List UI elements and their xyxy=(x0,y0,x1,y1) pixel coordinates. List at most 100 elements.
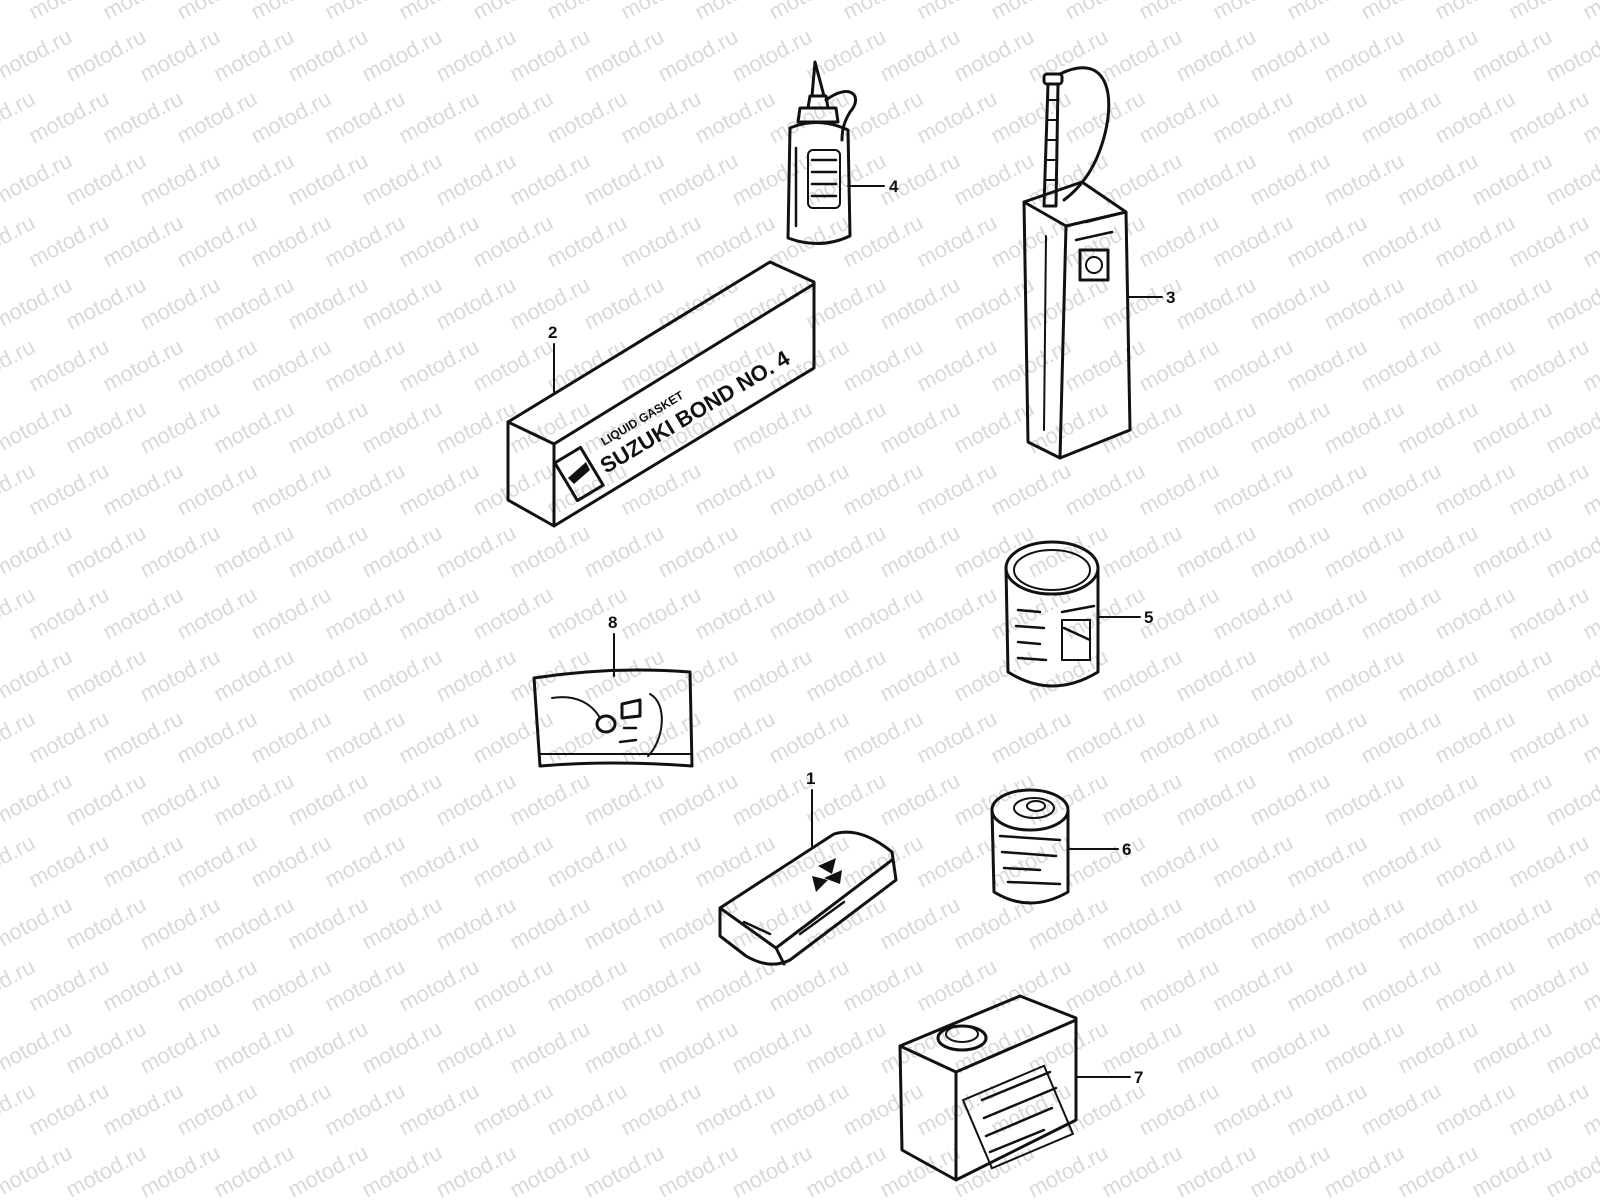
watermark-text: motod.ru xyxy=(654,148,742,211)
watermark-text: motod.ru xyxy=(1431,706,1519,769)
watermark-text: motod.ru xyxy=(1505,334,1593,397)
watermark-text: motod.ru xyxy=(1542,272,1600,335)
watermark-text: motod.ru xyxy=(1394,892,1482,955)
watermark-text: motod.ru xyxy=(62,1140,150,1200)
watermark-text: motod.ru xyxy=(543,210,631,273)
watermark-text: motod.ru xyxy=(876,520,964,583)
watermark-text: motod.ru xyxy=(617,582,705,645)
watermark-text: motod.ru xyxy=(802,1140,890,1200)
watermark-text: motod.ru xyxy=(432,768,520,831)
watermark-text: motod.ru xyxy=(62,520,150,583)
item-4-squeeze-bottle xyxy=(786,60,857,246)
watermark-text: motod.ru xyxy=(469,954,557,1017)
watermark-text: motod.ru xyxy=(1283,458,1371,521)
watermark-text: motod.ru xyxy=(765,458,853,521)
watermark-text: motod.ru xyxy=(395,954,483,1017)
watermark-text: motod.ru xyxy=(876,272,964,335)
watermark-text: motod.ru xyxy=(432,644,520,707)
watermark-text: motod.ru xyxy=(876,768,964,831)
callout-3-number: 3 xyxy=(1166,288,1175,307)
watermark-text: motod.ru xyxy=(1209,210,1297,273)
watermark-text: motod.ru xyxy=(284,396,372,459)
watermark-text: motod.ru xyxy=(432,1140,520,1200)
watermark-text: motod.ru xyxy=(1505,954,1593,1017)
watermark-text: motod.ru xyxy=(876,24,964,87)
item-8-packet xyxy=(532,668,694,768)
watermark-text: motod.ru xyxy=(654,1140,742,1200)
watermark-text: motod.ru xyxy=(728,520,816,583)
watermark-text: motod.ru xyxy=(950,520,1038,583)
watermark-text: motod.ru xyxy=(543,1078,631,1141)
watermark-text: motod.ru xyxy=(1431,954,1519,1017)
watermark-text: motod.ru xyxy=(1394,520,1482,583)
watermark-text: motod.ru xyxy=(1283,954,1371,1017)
item-1-boxed-item xyxy=(718,830,898,966)
watermark-text: motod.ru xyxy=(0,1016,76,1079)
watermark-text: motod.ru xyxy=(1061,706,1149,769)
watermark-text: motod.ru xyxy=(321,86,409,149)
watermark-text: motod.ru xyxy=(0,1140,76,1200)
watermark-text: motod.ru xyxy=(876,1140,964,1200)
watermark-text: motod.ru xyxy=(1172,644,1260,707)
watermark-text: motod.ru xyxy=(284,644,372,707)
watermark-text: motod.ru xyxy=(284,520,372,583)
watermark-text: motod.ru xyxy=(1135,830,1223,893)
watermark-text: motod.ru xyxy=(210,1140,298,1200)
watermark-text: motod.ru xyxy=(1357,334,1445,397)
watermark-text: motod.ru xyxy=(1505,830,1593,893)
watermark-text: motod.ru xyxy=(99,582,187,645)
watermark-text: motod.ru xyxy=(1246,520,1334,583)
watermark-text: motod.ru xyxy=(1135,210,1223,273)
watermark-text: motod.ru xyxy=(802,1016,890,1079)
watermark-text: motod.ru xyxy=(136,396,224,459)
watermark-text: motod.ru xyxy=(1468,520,1556,583)
watermark-text: motod.ru xyxy=(1542,1016,1600,1079)
callout-5: 5 xyxy=(1097,608,1153,627)
watermark-text: motod.ru xyxy=(580,1140,668,1200)
watermark-text: motod.ru xyxy=(876,892,964,955)
callout-5-number: 5 xyxy=(1144,608,1153,627)
watermark-text: motod.ru xyxy=(358,892,446,955)
watermark-text: motod.ru xyxy=(25,954,113,1017)
watermark-text: motod.ru xyxy=(1357,582,1445,645)
watermark-text: motod.ru xyxy=(1505,1078,1593,1141)
watermark-text: motod.ru xyxy=(247,706,335,769)
watermark-text: motod.ru xyxy=(913,954,1001,1017)
watermark-text: motod.ru xyxy=(358,644,446,707)
watermark-text: motod.ru xyxy=(0,768,76,831)
watermark-text: motod.ru xyxy=(173,830,261,893)
watermark-text: motod.ru xyxy=(99,1078,187,1141)
watermark-text: motod.ru xyxy=(0,272,76,335)
watermark-text: motod.ru xyxy=(0,644,76,707)
watermark-text: motod.ru xyxy=(432,148,520,211)
watermark-text: motod.ru xyxy=(1320,272,1408,335)
watermark-text: motod.ru xyxy=(210,892,298,955)
watermark-text: motod.ru xyxy=(543,334,631,397)
watermark-text: motod.ru xyxy=(654,768,742,831)
watermark-text: motod.ru xyxy=(580,24,668,87)
watermark-text: motod.ru xyxy=(1320,396,1408,459)
watermark-text: motod.ru xyxy=(580,148,668,211)
watermark-text: motod.ru xyxy=(1061,458,1149,521)
watermark-text: motod.ru xyxy=(395,582,483,645)
watermark-text: motod.ru xyxy=(765,706,853,769)
watermark-text: motod.ru xyxy=(765,1078,853,1141)
watermark-text: motod.ru xyxy=(1468,1140,1556,1200)
watermark-text: motod.ru xyxy=(284,24,372,87)
watermark-text: motod.ru xyxy=(469,830,557,893)
watermark-text: motod.ru xyxy=(321,954,409,1017)
watermark-text: motod.ru xyxy=(802,644,890,707)
watermark-text: motod.ru xyxy=(1431,458,1519,521)
watermark-text: motod.ru xyxy=(99,830,187,893)
watermark-text: motod.ru xyxy=(136,768,224,831)
watermark-text: motod.ru xyxy=(1172,768,1260,831)
watermark-text: motod.ru xyxy=(173,706,261,769)
watermark-text: motod.ru xyxy=(247,582,335,645)
watermark-text: motod.ru xyxy=(395,210,483,273)
item-3-tall-oil-can xyxy=(1022,66,1132,460)
watermark-text: motod.ru xyxy=(1172,892,1260,955)
watermark-text: motod.ru xyxy=(99,706,187,769)
watermark-text: motod.ru xyxy=(0,520,76,583)
watermark-text: motod.ru xyxy=(580,520,668,583)
